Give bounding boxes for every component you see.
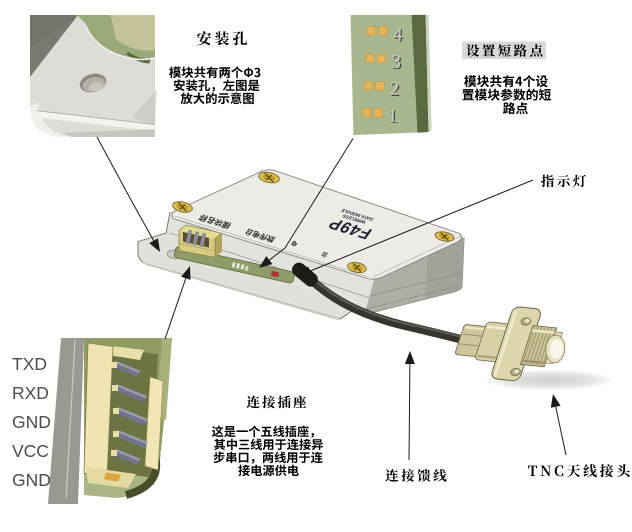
svg-text:2: 2	[391, 80, 401, 101]
svg-text:VCC: VCC	[12, 441, 49, 461]
svg-text:4: 4	[393, 24, 404, 45]
svg-text:1: 1	[389, 107, 399, 128]
svg-text:1: 1	[388, 105, 398, 126]
svg-text:RXD: RXD	[12, 383, 49, 403]
svg-text:TXD: TXD	[12, 354, 47, 374]
svg-text:WIRELESS: WIRELESS	[341, 214, 366, 225]
svg-text:3: 3	[391, 52, 401, 73]
svg-text:4: 4	[394, 25, 405, 46]
svg-text:GND: GND	[12, 470, 51, 490]
svg-text:2: 2	[389, 78, 399, 99]
svg-text:GND: GND	[12, 412, 51, 432]
svg-text:3: 3	[392, 53, 402, 74]
